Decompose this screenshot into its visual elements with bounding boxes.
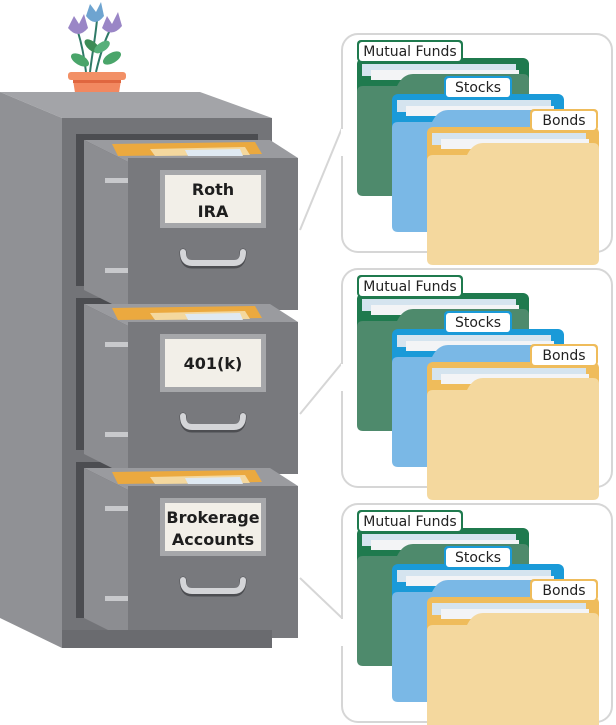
callout-pointer (299, 127, 343, 231)
drawer-label-line: IRA (198, 202, 229, 221)
cabinet-base (62, 630, 272, 648)
folder-tab-label: Stocks (455, 80, 501, 96)
drawer-2[interactable]: 401(k) (84, 304, 298, 476)
folder-bonds[interactable]: Bonds (427, 344, 599, 500)
label-card (165, 503, 261, 551)
folder-tab-label: Bonds (542, 348, 585, 364)
drawer-handle-icon[interactable] (179, 248, 247, 269)
callout-pointer (299, 577, 343, 648)
folder-tab-label: Mutual Funds (363, 279, 456, 295)
folder-bonds[interactable]: Bonds (427, 109, 599, 265)
folder-bonds[interactable]: Bonds (427, 579, 599, 725)
folder-tab-label: Mutual Funds (363, 514, 456, 530)
folder-tab-label: Bonds (542, 113, 585, 129)
folder-tab-label: Stocks (455, 315, 501, 331)
folder-tab-label: Bonds (542, 583, 585, 599)
drawer-handle-icon[interactable] (179, 412, 247, 433)
drawer-label-line: Roth (192, 180, 234, 199)
label-card (165, 339, 261, 387)
folder-tab-label: Mutual Funds (363, 44, 456, 60)
drawer-label-line: Brokerage (166, 508, 259, 527)
folder-tab-label: Stocks (455, 550, 501, 566)
callout-pointer (299, 360, 343, 415)
label-card (165, 175, 261, 223)
drawer-label-line: 401(k) (184, 354, 243, 373)
drawer-handle-icon[interactable] (179, 576, 247, 597)
drawer-label-line: Accounts (172, 530, 254, 549)
